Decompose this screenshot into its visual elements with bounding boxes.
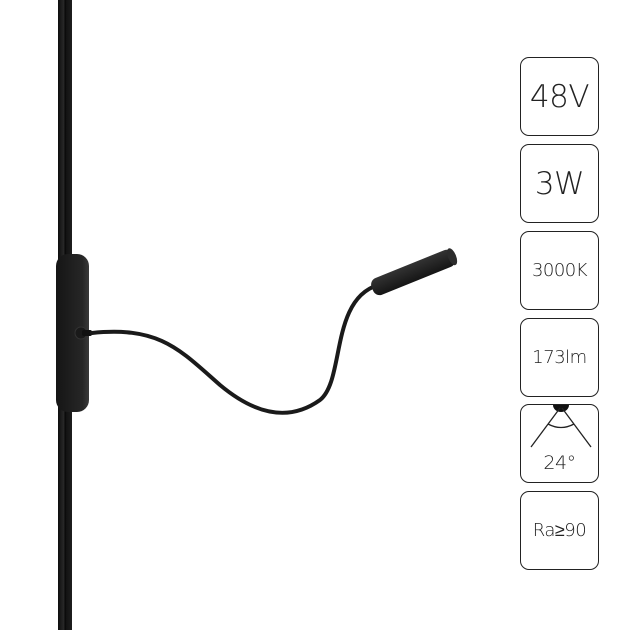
spec-badge-power: 3W — [520, 144, 599, 223]
spec-value: 3000K — [531, 260, 588, 281]
spec-badge-color-temperature: 3000K — [520, 231, 599, 310]
lamp-head — [371, 248, 458, 296]
beam-angle-icon — [530, 405, 592, 448]
spec-value: Ra≥90 — [532, 520, 587, 541]
spec-badge-beam-angle: 24° — [520, 404, 599, 483]
wall-lamp-illustration — [56, 0, 458, 630]
product-image — [56, 0, 458, 630]
spec-value: 3W — [534, 165, 585, 202]
spec-badges: 48V 3W 3000K 173lm 24° Ra≥90 — [520, 0, 602, 630]
spec-value: 48V — [529, 78, 590, 115]
driver-housing — [56, 254, 89, 412]
spec-badge-luminous-flux: 173lm — [520, 318, 599, 397]
gooseneck-arm — [90, 283, 380, 415]
spec-badge-cri: Ra≥90 — [520, 491, 599, 570]
spec-badge-voltage: 48V — [520, 57, 599, 136]
spec-value: 24° — [543, 452, 576, 474]
spec-value: 173lm — [532, 347, 587, 368]
